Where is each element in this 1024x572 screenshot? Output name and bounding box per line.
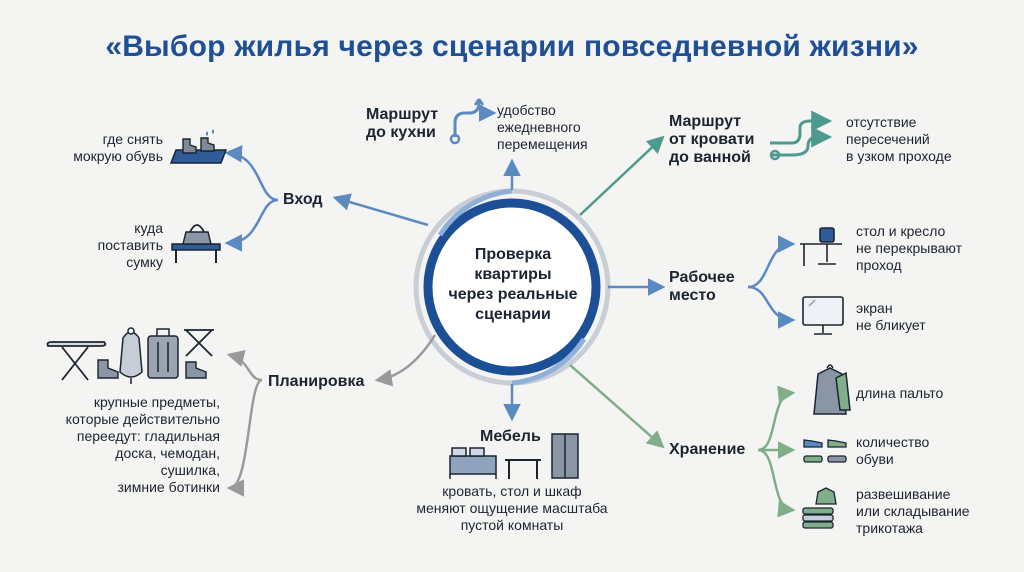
center-connectors <box>332 135 666 449</box>
suitcase-icon <box>147 328 179 379</box>
workplace-item-desk: стол и кресло не перекрывают проход <box>856 223 962 273</box>
desk-chair-icon <box>800 227 842 266</box>
kitchen-route-note: удобство ежедневного перемещения <box>497 102 588 152</box>
entrance-branch <box>224 145 279 252</box>
shoe-pairs-icon <box>803 439 847 463</box>
storage-item-knitwear: развешивание или складывание трикотажа <box>856 486 970 536</box>
workplace-branch <box>747 235 796 329</box>
boots-icon <box>97 359 207 379</box>
coat-icon <box>813 364 851 415</box>
bath-route-note: отсутствие пересечений в узком проходе <box>846 114 952 164</box>
parallel-routes-icon <box>769 110 833 161</box>
node-furniture: Мебель <box>480 428 541 445</box>
page-title: «Выбор жилья через сценарии повседневной… <box>105 30 919 63</box>
node-layout: Планировка <box>268 373 365 390</box>
node-storage: Хранение <box>669 441 746 458</box>
monitor-icon <box>802 296 844 335</box>
node-bath-route: Маршрут от кровати до ванной <box>669 113 755 166</box>
node-entrance: Вход <box>283 191 323 208</box>
folded-knitwear-icon <box>802 487 837 529</box>
entrance-item-bag: куда поставить сумку <box>97 220 163 270</box>
layout-note: крупные предметы, которые действительно … <box>65 394 220 495</box>
drying-rack-icon <box>184 329 214 357</box>
bed-icon <box>449 447 497 479</box>
center-ring <box>413 188 611 386</box>
center-label: Проверка квартиры через реальные сценари… <box>448 246 578 323</box>
wardrobe-icon <box>551 433 579 479</box>
route-squiggle-icon <box>449 98 497 145</box>
workplace-item-screen: экран не бликует <box>856 300 926 333</box>
table-icon <box>505 459 541 479</box>
node-kitchen-route: Маршрут до кухни <box>366 106 439 141</box>
storage-item-shoes: количество обуви <box>856 434 930 467</box>
storage-item-coat: длина пальто <box>856 385 944 401</box>
bag-on-bench-icon <box>171 224 221 263</box>
entrance-item-wet-shoes: где снять мокрую обувь <box>73 131 163 164</box>
storage-branch <box>757 385 796 518</box>
wet-shoes-icon <box>169 129 228 164</box>
node-workplace: Рабочее место <box>669 269 735 304</box>
iron-stand-icon <box>119 327 143 384</box>
ironing-board-icon <box>46 341 107 381</box>
furniture-note: кровать, стол и шкаф меняют ощущение мас… <box>416 483 608 533</box>
layout-branch <box>226 349 263 497</box>
